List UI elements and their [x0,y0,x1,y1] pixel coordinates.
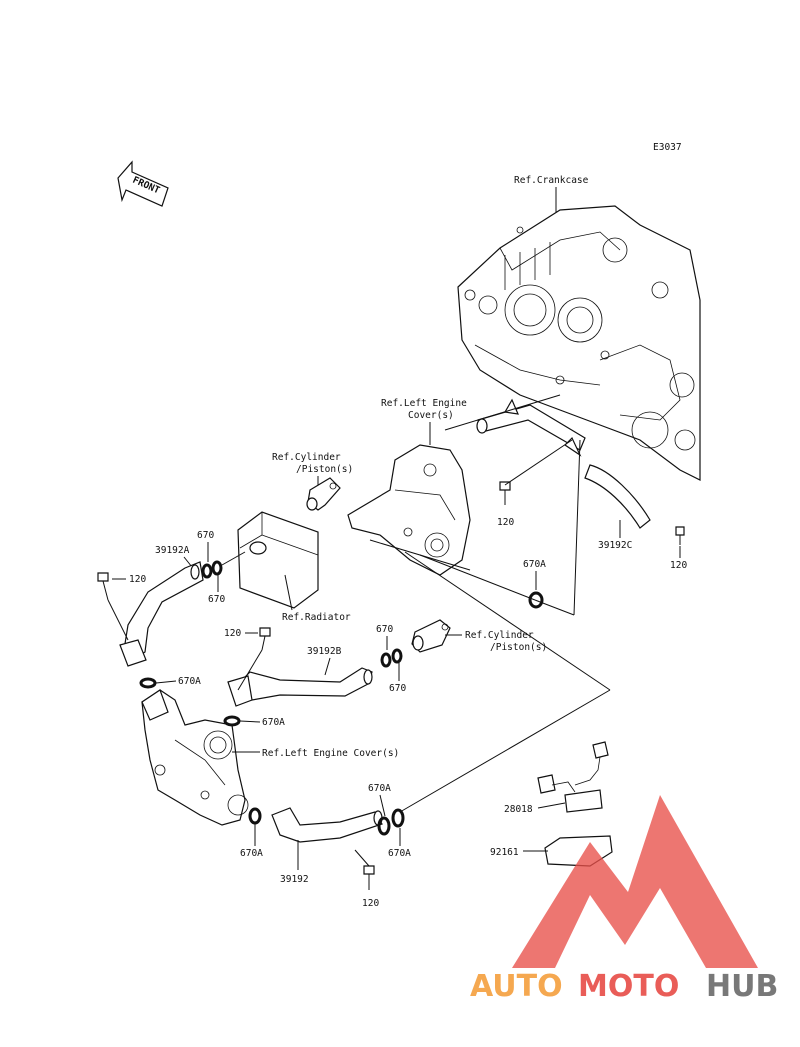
bolt-120-upper-right [675,526,685,545]
label-39192: 39192 [280,874,309,885]
ref-left-engine-cover-l1: Ref.Left Engine [381,398,467,409]
label-120-bottom: 120 [362,898,379,909]
oring-670-d [391,648,403,664]
ref-radiator: Ref.Radiator [282,612,351,623]
oring-670A-right [528,591,544,609]
ref-cylinder-mid-l2: /Piston(s) [490,642,547,653]
ref-crankcase: Ref.Crankcase [514,175,589,186]
label-120-mid: 120 [224,628,241,639]
label-670A-bottom: 670A [240,848,263,859]
watermark-text-auto: AUTO [470,969,563,1004]
hose-39192C [584,464,651,529]
oring-670-b [211,560,223,576]
label-670-upper-a: 670 [197,530,214,541]
label-39192A: 39192A [155,545,190,556]
oring-670A-pair-a [377,816,391,836]
oring-670-a [201,563,213,579]
label-120-upper-right: 120 [670,560,687,571]
harness-28018-illustration [537,741,609,813]
ref-cylinder-top-l1: Ref.Cylinder [272,452,341,463]
hose-39192A [123,561,204,661]
ref-cylinder-top-l2: /Piston(s) [296,464,353,475]
label-39192B: 39192B [307,646,342,657]
label-670A-right: 670A [523,559,546,570]
oring-670A-pair-b [391,808,405,828]
cylinder-fitting-top [306,477,341,511]
label-120-left: 120 [129,574,146,585]
hose-39192B [230,667,373,701]
ref-left-engine-cover-lower: Ref.Left Engine Cover(s) [262,748,399,759]
label-92161: 92161 [490,847,519,858]
label-670A-pair-b: 670A [388,848,411,859]
ref-cylinder-mid-l1: Ref.Cylinder [465,630,534,641]
automotohub-watermark: AUTO MOTO HUB [470,795,778,1004]
label-670-mid-b: 670 [389,683,406,694]
bolt-120-pipe [499,481,511,505]
watermark-logo-icon [512,795,758,968]
label-120-pipe: 120 [497,517,514,528]
label-39192C: 39192C [598,540,632,551]
left-engine-cover-illustration [347,444,471,576]
oring-670A-cover [223,715,241,727]
bolt-120-left [97,572,129,641]
diagram-code: E3037 [653,142,682,153]
label-670A-pair-a: 670A [368,783,391,794]
watermark-text-hub: HUB [706,969,778,1004]
lower-engine-cover-illustration [141,689,249,826]
bolt-120-bottom [354,849,375,890]
label-670-mid-a: 670 [376,624,393,635]
label-670-upper-b: 670 [208,594,225,605]
cylinder-fitting-mid [411,619,451,653]
label-670A-left: 670A [178,676,201,687]
label-670A-cover: 670A [262,717,285,728]
front-arrow-icon: FRONT [117,160,169,207]
oring-670A-bottom [248,807,262,825]
radiator-illustration [237,511,319,609]
label-28018: 28018 [504,804,533,815]
oring-670A-left [139,677,157,689]
crankcase-illustration [457,205,701,481]
oring-670-c [380,652,392,668]
ref-left-engine-cover-l2: Cover(s) [408,410,454,421]
hose-39192 [271,807,383,843]
watermark-text-moto: MOTO [578,969,679,1004]
bolt-120-mid [259,627,271,651]
